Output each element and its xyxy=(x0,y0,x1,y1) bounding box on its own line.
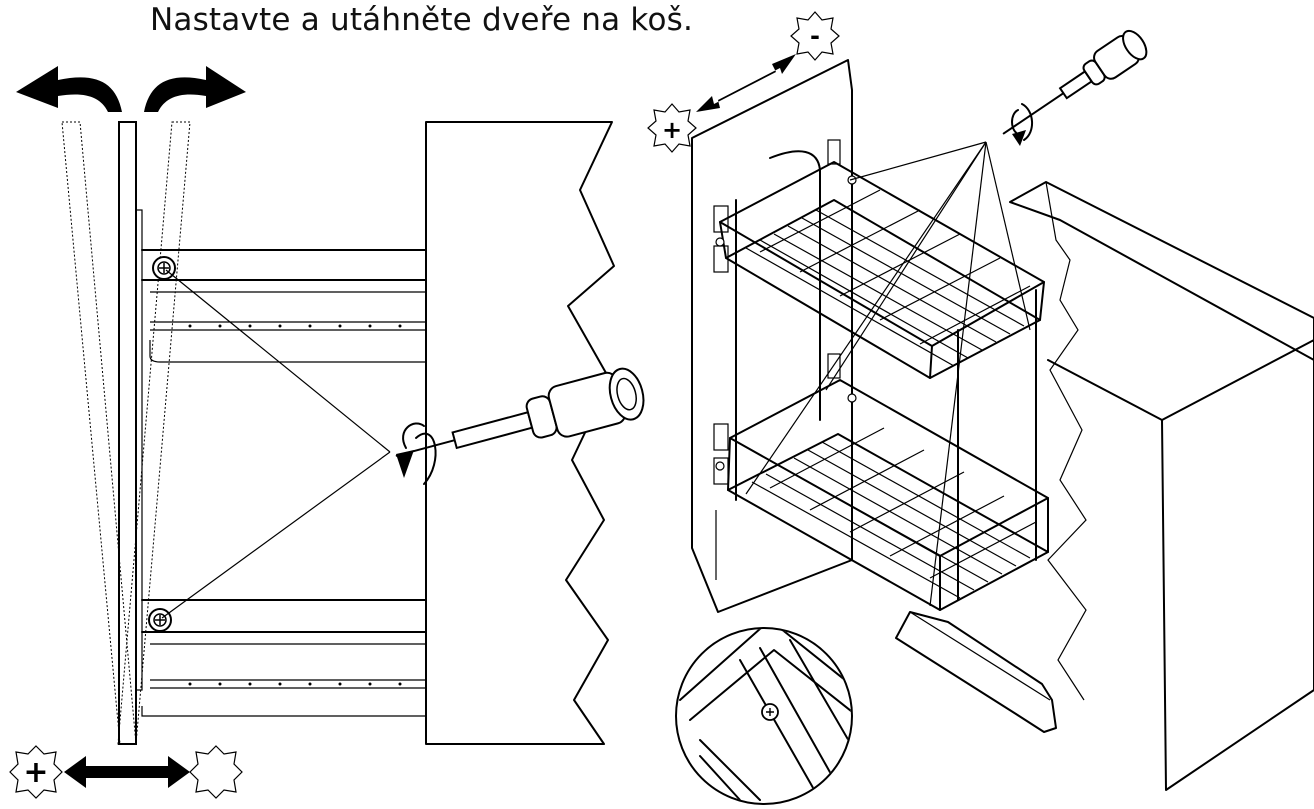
pull-out-runner xyxy=(895,611,1057,733)
lower-rail xyxy=(141,599,427,717)
right-isometric-view: - + xyxy=(647,11,1314,805)
double-arrow-icon xyxy=(696,54,796,112)
cabinet-wall-cutaway xyxy=(425,121,615,745)
rotate-right-arrow-icon xyxy=(144,66,246,112)
cabinet-body xyxy=(1009,181,1314,791)
left-side-view: + xyxy=(9,66,645,799)
instruction-title: Nastavte a utáhněte dveře na koš. xyxy=(150,2,694,38)
upper-rail xyxy=(141,249,427,363)
minus-symbol: - xyxy=(810,22,820,50)
magnified-detail xyxy=(675,627,853,805)
double-arrow-icon xyxy=(64,756,190,788)
plus-symbol: + xyxy=(662,116,682,144)
rotate-left-arrow-icon xyxy=(16,66,122,112)
wire-basket xyxy=(713,139,1049,611)
screwdriver-icon xyxy=(395,367,645,457)
screwdriver-icon xyxy=(1002,29,1148,135)
rotation-arrow-icon xyxy=(1011,103,1033,146)
adjust-direction-indicator: + xyxy=(9,745,243,799)
plus-symbol: + xyxy=(23,755,48,790)
door-tilt-left-outline xyxy=(61,121,137,745)
